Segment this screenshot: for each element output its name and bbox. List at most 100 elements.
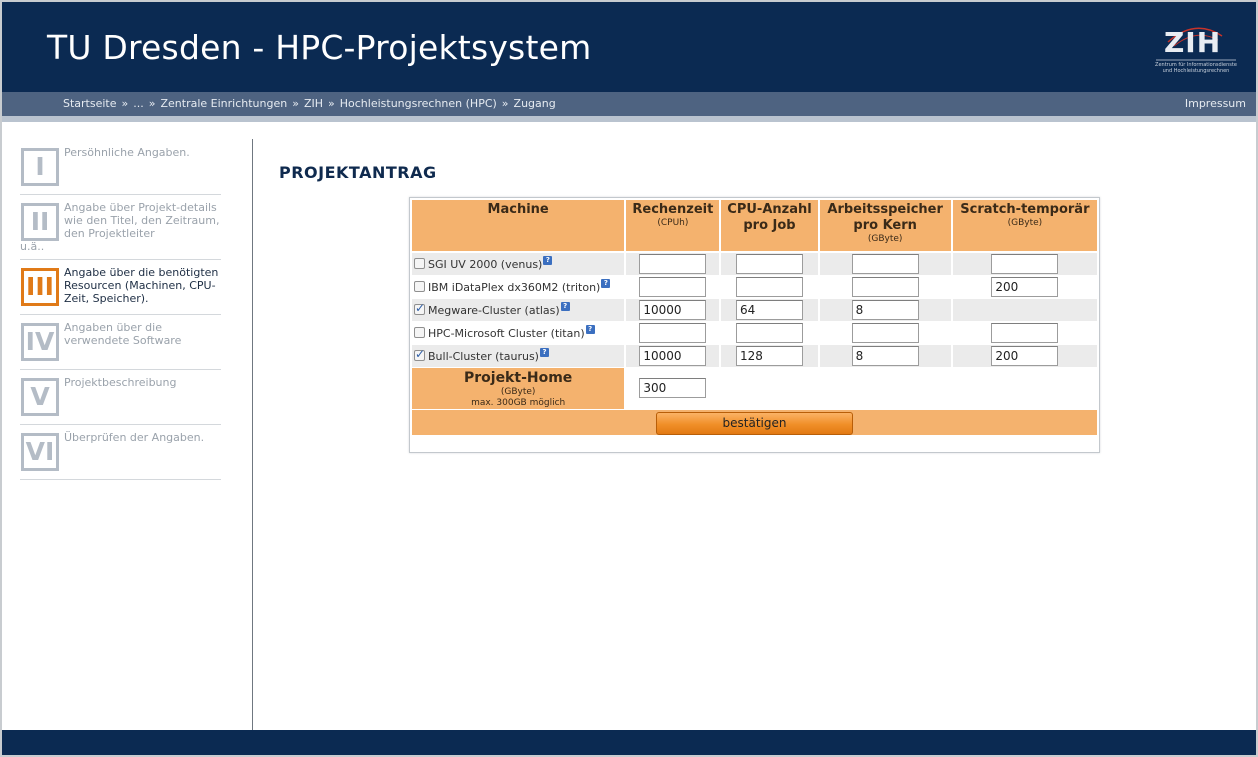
scratch-input[interactable] [991,253,1059,274]
machine-cell: IBM iDataPlex dx360M2 (triton)? [412,275,627,299]
step-4[interactable]: IV Angaben über die verwendete Software [20,315,221,370]
confirm-button[interactable]: bestätigen [656,411,853,435]
column-label: Arbeitsspeicher pro Kern [827,202,943,233]
breadcrumb-hpc[interactable]: Hochleistungsrechnen (HPC) [339,97,497,110]
rechenzeit-input[interactable]: 10000 [639,299,707,320]
column-label: Scratch-temporär [960,202,1090,217]
machine-cell: Megware-Cluster (atlas)? [412,298,627,322]
scratch-empty-cell [951,298,1100,322]
breadcrumb-zentrale-einrichtungen[interactable]: Zentrale Einrichtungen [160,97,288,110]
machine-checkbox-checked[interactable] [414,301,425,315]
table-row: HPC-Microsoft Cluster (titan)? [412,321,1100,345]
machine-checkbox-checked[interactable] [414,347,425,361]
step-numeral: I [21,148,59,186]
cpu-input[interactable] [735,253,803,274]
step-label-overflow: u.ä.. [20,240,45,253]
rechenzeit-input[interactable]: 10000 [639,345,707,366]
scratch-input[interactable]: 200 [991,345,1059,366]
machine-checkbox[interactable] [414,327,425,338]
step-numeral: II [21,203,59,241]
step-1[interactable]: I Persöhnliche Angaben. [20,140,221,195]
step-label: Angabe über Projekt-details wie den Tite… [20,201,221,253]
project-home-unit: (GByte) [500,386,536,397]
breadcrumb-ellipsis[interactable]: ... [133,97,144,110]
column-label: Rechenzeit [632,202,714,217]
ram-input[interactable]: 8 [851,345,919,366]
column-header-machine: Machine [412,200,627,253]
help-icon[interactable]: ? [601,279,611,288]
step-3[interactable]: III Angabe über die benötigten Resourcen… [20,260,221,315]
project-home-label: Projekt-Home [463,369,573,386]
machine-name: HPC-Microsoft Cluster (titan) [428,327,585,340]
zih-logo[interactable]: ZIH Zentrum für Informationsdienste und … [1148,18,1240,78]
nav-strip [2,116,1256,122]
step-numeral-active: III [21,268,59,306]
help-icon[interactable]: ? [585,325,595,334]
project-home-input[interactable]: 300 [639,378,707,398]
cpu-input[interactable] [735,322,803,343]
step-label: Projektbeschreibung [64,376,177,389]
table-row: Bull-Cluster (taurus)? 10000 128 8 200 [412,344,1100,368]
breadcrumb-zih[interactable]: ZIH [303,97,324,110]
breadcrumb-startseite[interactable]: Startseite [63,97,117,110]
rechenzeit-input[interactable] [639,322,707,343]
resource-form: Machine Rechenzeit(CPUh) CPU-Anzahl pro … [409,197,1100,453]
step-label-active: Angabe über die benötigten Resourcen (Ma… [64,266,219,305]
column-header-rechenzeit: Rechenzeit(CPUh) [625,200,722,253]
breadcrumb-zugang[interactable]: Zugang [513,97,556,110]
step-label: Angaben über die verwendete Software [64,321,182,347]
ram-input[interactable] [851,322,919,343]
project-home-label-cell: Projekt-Home (GByte) max. 300GB möglich [412,367,627,410]
column-unit: (GByte) [1007,218,1043,228]
step-5[interactable]: V Projektbeschreibung [20,370,221,425]
sidebar-divider [252,139,253,730]
logo-text: ZIH [1164,26,1222,59]
cpu-input[interactable]: 64 [735,299,803,320]
step-sidebar: I Persöhnliche Angaben. II Angabe über P… [20,140,221,480]
cpu-input[interactable] [735,276,803,297]
step-label-text: Angabe über Projekt-details wie den Tite… [64,201,220,240]
table-row: IBM iDataPlex dx360M2 (triton)? 200 [412,275,1100,299]
help-icon[interactable]: ? [543,256,553,266]
step-label: Überprüfen der Angaben. [64,431,205,444]
project-home-row: Projekt-Home (GByte) max. 300GB möglich … [412,367,1099,410]
nav-bar: Startseite »... » Zentrale Einrichtungen » ZI… [2,92,1256,116]
resource-table: Machine Rechenzeit(CPUh) CPU-Anzahl pro … [412,200,1100,436]
ram-input[interactable] [851,276,919,297]
cpu-input[interactable]: 128 [735,345,803,366]
site-footer [2,730,1256,755]
impressum-link[interactable]: Impressum [1184,97,1246,110]
column-label: Machine [487,202,549,217]
machine-cell: Bull-Cluster (taurus)? [412,344,627,368]
ram-input[interactable]: 8 [851,299,919,320]
column-label: CPU-Anzahl pro Job [727,202,812,233]
breadcrumb-separator: » [328,97,335,110]
scratch-input[interactable]: 200 [991,276,1059,297]
step-numeral: V [21,378,59,416]
logo-arc-icon [1156,27,1236,61]
column-header-scratch: Scratch-temporär(GByte) [951,200,1100,253]
column-unit: (CPUh) [657,218,689,228]
help-icon[interactable]: ? [539,348,549,357]
machine-checkbox[interactable] [414,281,425,292]
scratch-input[interactable] [991,322,1059,343]
rechenzeit-input[interactable] [639,253,707,274]
column-unit: (GByte) [867,234,903,244]
project-home-hint: max. 300GB möglich [471,397,566,408]
ram-input[interactable] [851,253,919,274]
table-row: Megware-Cluster (atlas)? 10000 64 8 [412,298,1100,322]
step-6[interactable]: VI Überprüfen der Angaben. [20,425,221,480]
table-row: SGI UV 2000 (venus)? [412,252,1100,276]
machine-name: Bull-Cluster (taurus) [428,350,539,363]
breadcrumb-separator: » [292,97,299,110]
rechenzeit-input[interactable] [639,276,707,297]
machine-checkbox[interactable] [414,258,425,270]
breadcrumb-separator: » [121,97,129,110]
help-icon[interactable]: ? [560,302,570,311]
step-numeral: VI [21,433,59,471]
site-header: TU Dresden - HPC-Projektsystem ZIH Zentr… [2,2,1256,92]
breadcrumb: Startseite »... » Zentrale Einrichtungen » ZI… [63,97,556,110]
step-label: Persöhnliche Angaben. [64,146,190,159]
step-2[interactable]: II Angabe über Projekt-details wie den T… [20,195,221,260]
step-numeral: IV [21,323,59,361]
